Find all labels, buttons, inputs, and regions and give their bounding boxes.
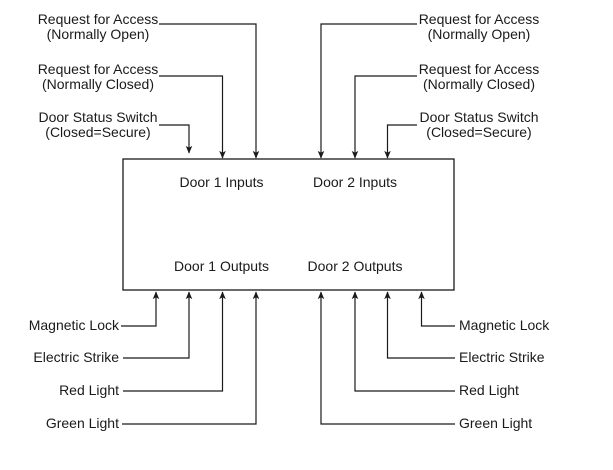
- label-door2-red-light: Red Light: [459, 382, 519, 398]
- label-line1: Request for Access: [37, 11, 159, 27]
- connector-door1-red-light: [123, 291, 226, 392]
- label-line2: (Closed=Secure): [426, 124, 532, 140]
- label-door1-door-status-switch: Door Status Switch (Closed=Secure): [13, 110, 183, 140]
- label-line1: Request for Access: [418, 11, 540, 27]
- connector-door2-door-status-switch: [384, 124, 417, 159]
- controller-box: [122, 158, 455, 291]
- label-door2-electric-strike: Electric Strike: [459, 349, 545, 365]
- connector-door1-door-status-switch: [159, 124, 193, 154]
- connector-door2-magnetic-lock: [418, 291, 455, 327]
- label-line2: (Normally Closed): [41, 76, 155, 92]
- label-door2-request-access-no: Request for Access (Normally Open): [394, 12, 564, 42]
- label-line2: (Normally Open): [427, 26, 531, 42]
- door1-inputs-label: Door 1 Inputs: [179, 174, 264, 190]
- label-door1-request-access-nc: Request for Access (Normally Closed): [13, 62, 183, 92]
- label-door2-magnetic-lock: Magnetic Lock: [459, 317, 550, 333]
- connector-door2-red-light: [351, 291, 455, 392]
- label-door1-electric-strike: Electric Strike: [33, 349, 119, 365]
- label-line1: Door Status Switch: [419, 109, 539, 125]
- label-door2-request-access-nc: Request for Access (Normally Closed): [394, 62, 564, 92]
- label-door2-door-status-switch: Door Status Switch (Closed=Secure): [394, 110, 564, 140]
- label-line2: (Normally Open): [46, 26, 150, 42]
- connector-door2-request-access-no: [317, 23, 417, 159]
- connector-door2-request-access-nc: [351, 75, 417, 159]
- label-line1: Request for Access: [418, 61, 540, 77]
- connector-door2-green-light: [317, 291, 455, 425]
- connector-door2-electric-strike: [384, 291, 455, 359]
- door2-inputs-label: Door 2 Inputs: [312, 174, 398, 190]
- label-line2: (Normally Closed): [422, 76, 536, 92]
- connector-door1-electric-strike: [123, 291, 193, 359]
- label-line1: Request for Access: [37, 61, 159, 77]
- connector-door1-magnetic-lock: [121, 291, 160, 327]
- connector-door1-request-access-no: [159, 23, 260, 159]
- label-door1-green-light: Green Light: [45, 415, 119, 431]
- connector-door1-green-light: [122, 291, 260, 425]
- label-door1-request-access-no: Request for Access (Normally Open): [13, 12, 183, 42]
- door2-outputs-label: Door 2 Outputs: [307, 258, 403, 274]
- label-door1-red-light: Red Light: [59, 382, 119, 398]
- label-door2-green-light: Green Light: [459, 415, 533, 431]
- label-door1-magnetic-lock: Magnetic Lock: [28, 317, 119, 333]
- connector-door1-request-access-nc: [159, 75, 226, 159]
- door1-outputs-label: Door 1 Outputs: [174, 258, 269, 274]
- label-line1: Door Status Switch: [38, 109, 158, 125]
- label-line2: (Closed=Secure): [45, 124, 151, 140]
